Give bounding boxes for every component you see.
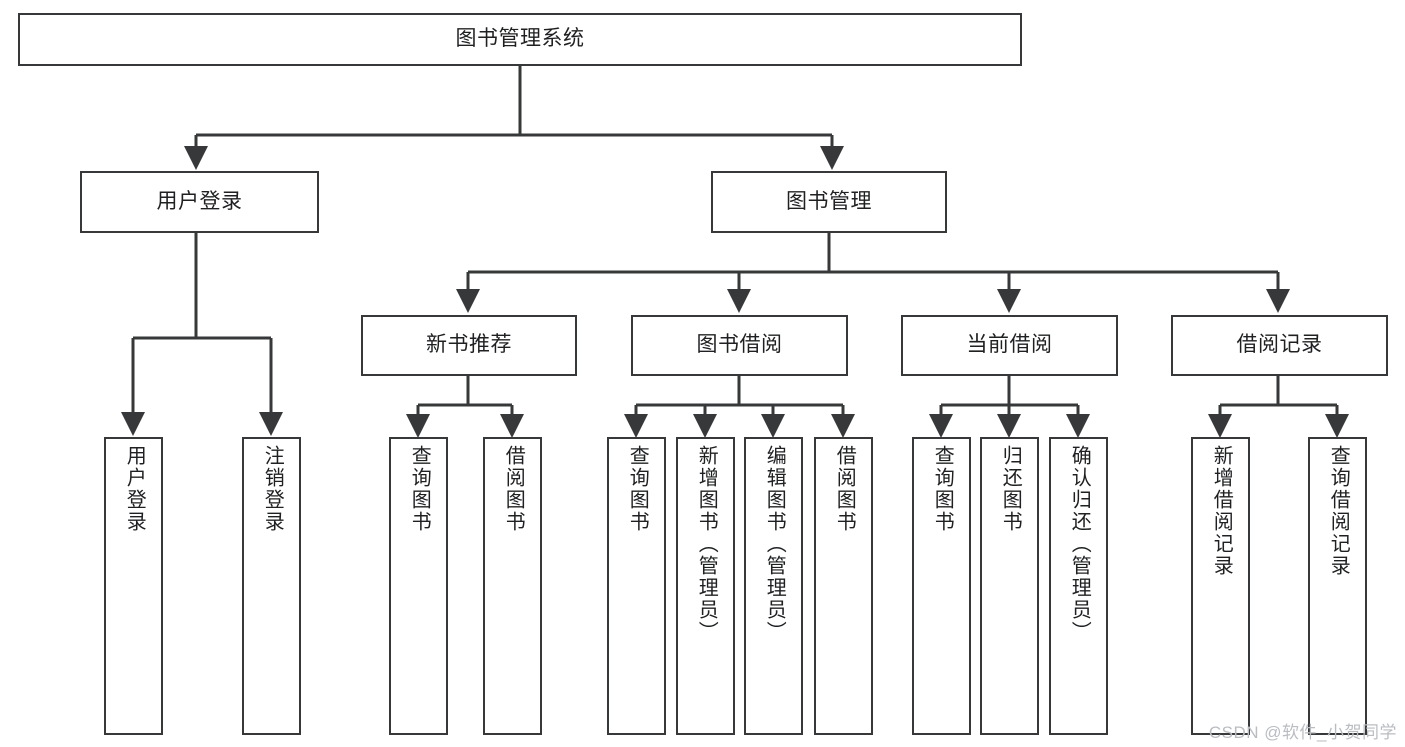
node-user-login-label: 用户登录 — [156, 189, 243, 213]
leaf-logout-label: 注销登录 — [261, 445, 284, 533]
leaf-query-borrow-record-label: 查询借阅记录 — [1327, 445, 1350, 577]
node-book-manage[interactable]: 图书管理 — [711, 171, 947, 233]
node-new-book-recommend[interactable]: 新书推荐 — [361, 315, 577, 376]
node-book-manage-label: 图书管理 — [786, 189, 872, 213]
leaf-query-book-borrow-label: 查询图书 — [626, 445, 649, 533]
leaf-borrow-book-rec[interactable]: 借阅图书 — [483, 437, 542, 735]
node-new-book-recommend-label: 新书推荐 — [426, 333, 512, 357]
node-user-login[interactable]: 用户登录 — [80, 171, 319, 233]
leaf-add-borrow-record-label: 新增借阅记录 — [1210, 445, 1233, 577]
leaf-borrow-book-label: 借阅图书 — [833, 445, 856, 533]
leaf-borrow-book-rec-label: 借阅图书 — [502, 445, 525, 533]
leaf-confirm-return-admin[interactable]: 确认归还（管理员） — [1049, 437, 1108, 735]
leaf-add-book-admin[interactable]: 新增图书（管理员） — [676, 437, 735, 735]
leaf-query-book-rec-label: 查询图书 — [408, 445, 431, 533]
leaf-query-book-borrow[interactable]: 查询图书 — [607, 437, 666, 735]
node-book-borrow[interactable]: 图书借阅 — [631, 315, 848, 376]
leaf-user-login-label: 用户登录 — [123, 445, 146, 533]
leaf-query-book-current[interactable]: 查询图书 — [912, 437, 971, 735]
node-borrow-record[interactable]: 借阅记录 — [1171, 315, 1388, 376]
leaf-query-book-current-label: 查询图书 — [931, 445, 954, 533]
leaf-add-book-admin-label: 新增图书（管理员） — [695, 445, 718, 643]
leaf-confirm-return-admin-label: 确认归还（管理员） — [1068, 445, 1091, 643]
leaf-query-borrow-record[interactable]: 查询借阅记录 — [1308, 437, 1367, 735]
leaf-return-book[interactable]: 归还图书 — [980, 437, 1039, 735]
leaf-logout[interactable]: 注销登录 — [242, 437, 301, 735]
leaf-return-book-label: 归还图书 — [999, 445, 1022, 533]
leaf-query-book-rec[interactable]: 查询图书 — [389, 437, 448, 735]
leaf-user-login[interactable]: 用户登录 — [104, 437, 163, 735]
node-borrow-record-label: 借阅记录 — [1236, 333, 1323, 357]
leaf-edit-book-admin-label: 编辑图书（管理员） — [763, 445, 786, 643]
node-root[interactable]: 图书管理系统 — [18, 13, 1022, 66]
leaf-borrow-book[interactable]: 借阅图书 — [814, 437, 873, 735]
node-book-borrow-label: 图书借阅 — [696, 333, 783, 357]
leaf-edit-book-admin[interactable]: 编辑图书（管理员） — [744, 437, 803, 735]
node-current-borrow[interactable]: 当前借阅 — [901, 315, 1118, 376]
leaf-add-borrow-record[interactable]: 新增借阅记录 — [1191, 437, 1250, 735]
node-root-label: 图书管理系统 — [455, 27, 585, 51]
node-current-borrow-label: 当前借阅 — [966, 333, 1053, 357]
